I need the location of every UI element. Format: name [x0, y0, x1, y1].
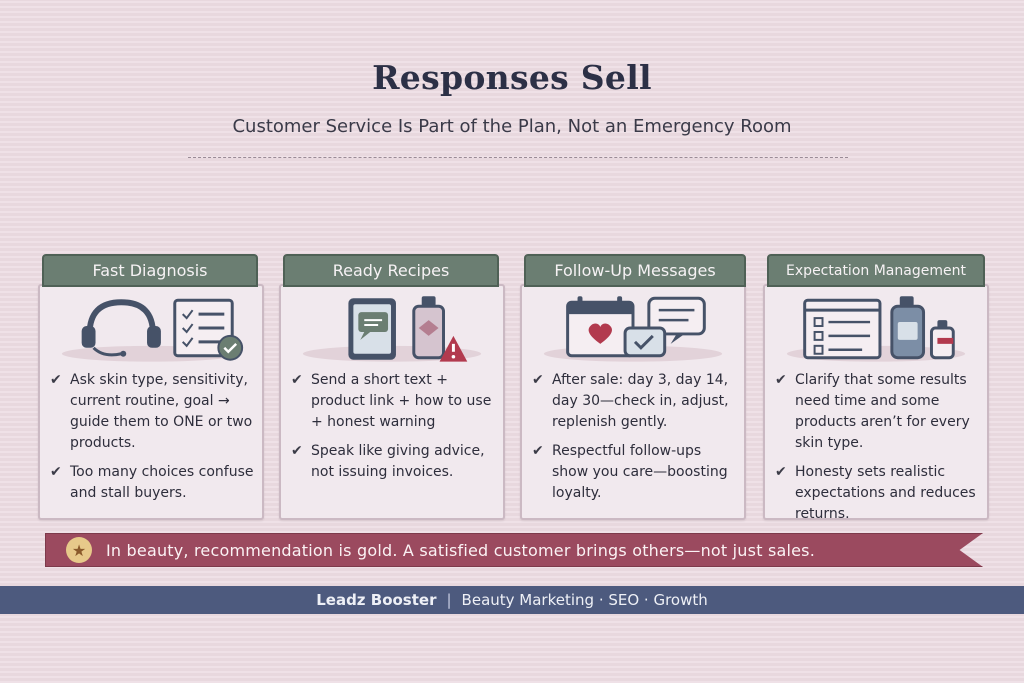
card-title-ready-recipes: Ready Recipes [283, 254, 499, 287]
bullet-item: ✔Ask skin type, sensitivity, current rou… [50, 372, 253, 451]
page-subtitle: Customer Service Is Part of the Plan, No… [232, 116, 792, 137]
banner-text: In beauty, recommendation is gold. A sat… [106, 540, 815, 560]
card-title-fast-diagnosis: Fast Diagnosis [42, 254, 258, 287]
title-divider [188, 157, 848, 158]
card-title-expectation-management: Expectation Management [767, 254, 985, 287]
phone-bottle-warning-icon [287, 292, 497, 364]
card-title-follow-up-messages: Follow-Up Messages [524, 254, 746, 287]
check-icon: ✔ [775, 372, 787, 388]
bullet-item: ✔Too many choices confuse and stall buye… [50, 464, 254, 501]
check-icon: ✔ [50, 372, 62, 388]
card-ready-recipes: ✔Send a short text + product link + how … [279, 284, 505, 520]
headset-checklist-icon [46, 292, 256, 364]
check-icon: ✔ [291, 372, 303, 388]
star-badge-icon: ★ [66, 537, 92, 563]
bullet-item: ✔Honesty sets realistic expectations and… [775, 464, 976, 522]
footer-separator: | [446, 591, 452, 609]
check-icon: ✔ [775, 464, 787, 480]
card-expectation-management: ✔Clarify that some results need time and… [763, 284, 989, 522]
bullet-item: ✔Respectful follow-ups show you care—boo… [532, 443, 728, 501]
page-title: Responses Sell [372, 58, 652, 97]
check-icon: ✔ [291, 443, 303, 459]
card-follow-up-messages: ✔After sale: day 3, day 14, day 30—check… [520, 284, 746, 520]
footer-bar: Leadz Booster | Beauty Marketing · SEO ·… [0, 586, 1024, 614]
bullet-item: ✔Speak like giving advice, not issuing i… [291, 443, 485, 480]
bullet-item: ✔Clarify that some results need time and… [775, 372, 970, 451]
bullet-item: ✔Send a short text + product link + how … [291, 372, 492, 430]
checklist-bottles-icon [771, 292, 981, 364]
check-icon: ✔ [50, 464, 62, 480]
check-icon: ✔ [532, 443, 544, 459]
check-icon: ✔ [532, 372, 544, 388]
footer-brand: Leadz Booster [316, 591, 437, 609]
calendar-chat-icon [528, 292, 738, 364]
recommendation-banner: ★ In beauty, recommendation is gold. A s… [45, 533, 983, 567]
bullet-item: ✔After sale: day 3, day 14, day 30—check… [532, 372, 729, 430]
footer-tagline: Beauty Marketing · SEO · Growth [461, 591, 708, 609]
card-fast-diagnosis: ✔Ask skin type, sensitivity, current rou… [38, 284, 264, 520]
